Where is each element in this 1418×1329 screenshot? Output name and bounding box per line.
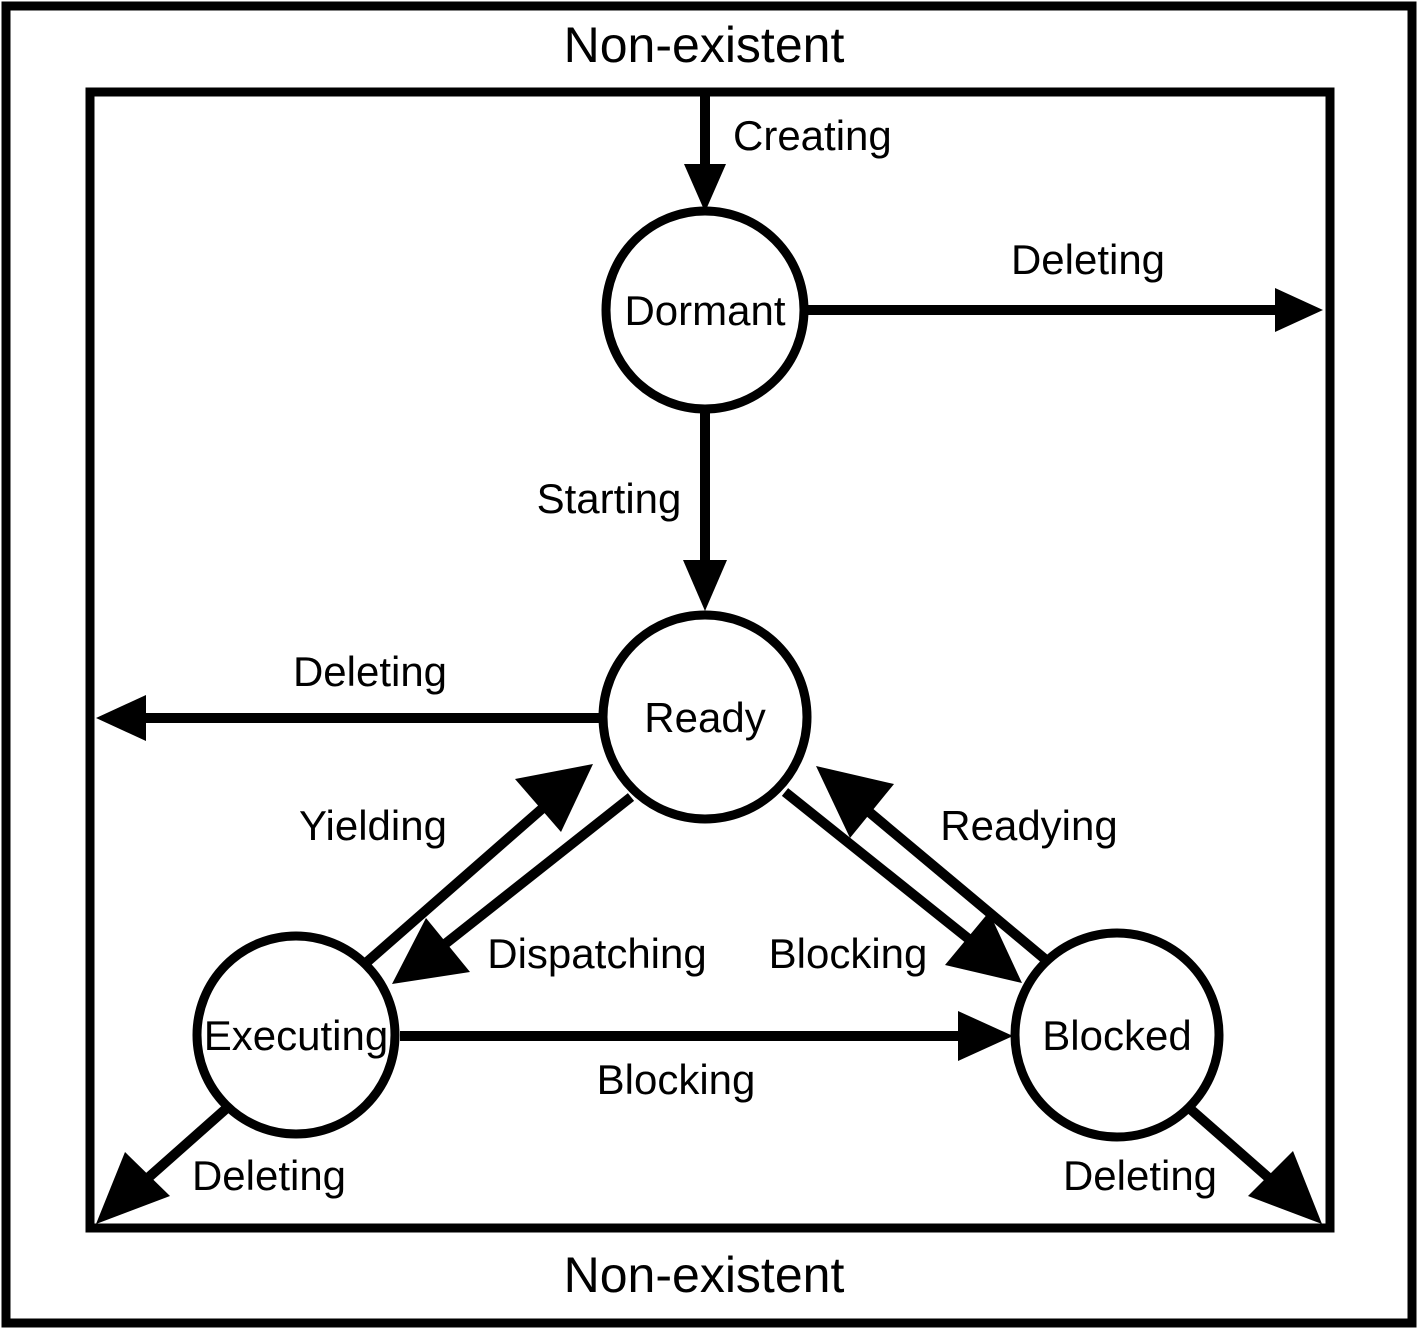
transition-deleting-dormant-arrowhead bbox=[1275, 288, 1323, 332]
inner-frame bbox=[85, 87, 1335, 1233]
transition-readying: Readying bbox=[816, 766, 1118, 964]
transition-deleting-blocked-arrowhead bbox=[1248, 1151, 1322, 1224]
transition-readying-arrowhead bbox=[816, 766, 894, 838]
transition-blocking-ready-line bbox=[781, 788, 979, 948]
transition-dispatching: Dispatching bbox=[392, 793, 707, 984]
transition-blocking-executing-label: Blocking bbox=[597, 1056, 756, 1103]
transition-creating-label: Creating bbox=[733, 112, 892, 159]
transition-blocking-ready: Blocking bbox=[769, 788, 1022, 983]
transition-deleting-blocked-label: Deleting bbox=[1063, 1152, 1217, 1199]
transition-deleting-dormant: Deleting bbox=[806, 236, 1323, 332]
transition-starting-label: Starting bbox=[537, 475, 682, 522]
transition-deleting-executing: Deleting bbox=[96, 1103, 346, 1224]
transition-deleting-blocked-line bbox=[1184, 1103, 1282, 1190]
transition-deleting-blocked: Deleting bbox=[1063, 1103, 1322, 1224]
state-circle-blocked[interactable] bbox=[1010, 928, 1224, 1142]
state-label-ready: Ready bbox=[644, 694, 765, 741]
transition-deleting-executing-arrowhead bbox=[96, 1152, 170, 1224]
transition-deleting-dormant-label: Deleting bbox=[1011, 236, 1165, 283]
transition-dispatching-label: Dispatching bbox=[487, 930, 706, 977]
transition-creating-arrowhead bbox=[684, 164, 726, 212]
transition-yielding-line bbox=[363, 796, 556, 966]
transition-starting: Starting bbox=[537, 412, 727, 611]
transition-dispatching-line bbox=[436, 793, 635, 952]
transition-yielding-arrowhead bbox=[515, 764, 593, 832]
transition-creating: Creating bbox=[684, 96, 892, 212]
state-node-dormant[interactable]: Dormant bbox=[601, 206, 809, 414]
transition-deleting-ready-arrowhead bbox=[96, 695, 146, 741]
region-label-bottom: Non-existent bbox=[564, 1247, 845, 1303]
transition-blocking-ready-arrowhead bbox=[945, 912, 1022, 983]
state-circle-dormant[interactable] bbox=[601, 206, 809, 414]
state-circle-ready[interactable] bbox=[598, 610, 812, 824]
transition-deleting-ready-label: Deleting bbox=[293, 648, 447, 695]
transition-yielding: Yielding bbox=[299, 764, 593, 966]
transition-yielding-label: Yielding bbox=[299, 802, 447, 849]
transition-readying-label: Readying bbox=[940, 802, 1117, 849]
state-circle-executing[interactable] bbox=[192, 931, 400, 1139]
state-label-blocked: Blocked bbox=[1042, 1012, 1191, 1059]
transition-deleting-ready: Deleting bbox=[96, 648, 601, 741]
state-node-ready[interactable]: Ready bbox=[598, 610, 812, 824]
region-label-top: Non-existent bbox=[564, 17, 845, 73]
transition-starting-arrowhead bbox=[683, 560, 727, 611]
transition-dispatching-arrowhead bbox=[392, 918, 470, 984]
state-node-blocked[interactable]: Blocked bbox=[1010, 928, 1224, 1142]
transition-blocking-executing-arrowhead bbox=[958, 1011, 1013, 1061]
transition-readying-line bbox=[858, 802, 1050, 964]
transition-blocking-ready-label: Blocking bbox=[769, 930, 928, 977]
state-node-executing[interactable]: Executing bbox=[192, 931, 400, 1139]
transition-deleting-executing-line bbox=[136, 1103, 232, 1189]
transition-deleting-executing-label: Deleting bbox=[192, 1152, 346, 1199]
state-label-executing: Executing bbox=[204, 1012, 388, 1059]
state-label-dormant: Dormant bbox=[624, 287, 785, 334]
transition-blocking-executing: Blocking bbox=[400, 1011, 1013, 1103]
